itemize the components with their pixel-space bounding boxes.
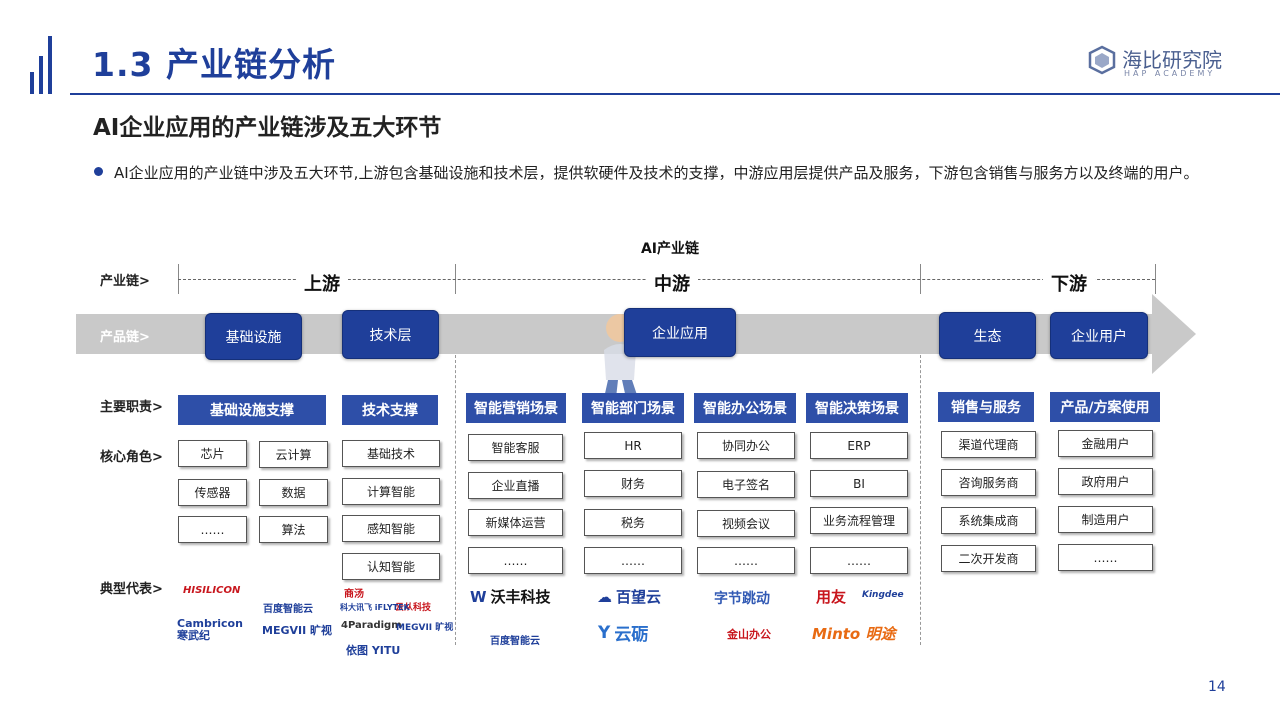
stage-downstream: 下游 bbox=[1043, 270, 1095, 296]
logo-megvii: MEGVII 旷视 bbox=[396, 623, 454, 633]
stage-upstream: 上游 bbox=[296, 270, 348, 296]
logo-4paradigm: 4Paradigm bbox=[341, 620, 402, 631]
logo-cloudwalk: 云从科技 bbox=[395, 603, 432, 613]
role-cell: BI bbox=[810, 470, 908, 497]
row-label-chain: 产业链> bbox=[100, 274, 150, 289]
role-cell: 二次开发商 bbox=[941, 545, 1036, 572]
row-label-reps: 典型代表> bbox=[100, 582, 163, 597]
duty-infra-support: 基础设施支撑 bbox=[178, 395, 326, 425]
row-label-roles: 核心角色> bbox=[100, 450, 163, 465]
section-divider bbox=[920, 355, 921, 645]
role-cell: 基础技术 bbox=[342, 440, 440, 467]
role-cell: ERP bbox=[810, 432, 908, 459]
role-cell: 传感器 bbox=[178, 479, 247, 506]
section-divider bbox=[455, 355, 456, 645]
role-cell: 税务 bbox=[584, 509, 682, 536]
logo-yitu: 依图 YITU bbox=[346, 644, 401, 657]
role-cell: 制造用户 bbox=[1058, 506, 1153, 533]
duty-office: 智能办公场景 bbox=[694, 393, 796, 423]
duty-tech-support: 技术支撑 bbox=[342, 395, 438, 425]
duty-marketing: 智能营销场景 bbox=[466, 393, 566, 423]
logo-yonyou: 用友 bbox=[816, 588, 847, 606]
role-cell: 电子签名 bbox=[697, 471, 795, 498]
logo-kingsoft-office: 金山办公 bbox=[727, 628, 771, 641]
role-cell: 咨询服务商 bbox=[941, 469, 1036, 496]
role-cell: 新媒体运营 bbox=[468, 509, 563, 536]
role-cell: 云计算 bbox=[259, 441, 328, 468]
role-cell: 企业直播 bbox=[468, 472, 563, 499]
role-cell: …… bbox=[584, 547, 682, 574]
product-enterprise-app: 企业应用 bbox=[624, 308, 736, 357]
role-cell: …… bbox=[697, 547, 795, 574]
role-cell: 金融用户 bbox=[1058, 430, 1153, 457]
role-cell: 视频会议 bbox=[697, 510, 795, 537]
role-cell: 业务流程管理 bbox=[810, 507, 908, 534]
bullet-icon bbox=[94, 167, 103, 176]
product-ecosystem: 生态 bbox=[939, 312, 1036, 359]
divider-tick bbox=[1155, 264, 1156, 294]
role-cell: 感知智能 bbox=[342, 515, 440, 542]
duty-sales-service: 销售与服务 bbox=[938, 392, 1034, 422]
logo-iflytek: 科大讯飞 iFLYTEK bbox=[340, 603, 410, 612]
summary-text: AI企业应用的产业链中涉及五大环节,上游包含基础设施和技术层，提供软硬件及技术的… bbox=[114, 164, 1199, 182]
role-cell: 系统集成商 bbox=[941, 507, 1036, 534]
product-infrastructure: 基础设施 bbox=[205, 313, 302, 360]
arrow-right-icon bbox=[1152, 294, 1196, 374]
logo-minto: Minto 明途 bbox=[812, 625, 896, 643]
role-cell: 智能客服 bbox=[468, 434, 563, 461]
duty-decision: 智能决策场景 bbox=[806, 393, 908, 423]
role-cell: …… bbox=[810, 547, 908, 574]
role-cell: 政府用户 bbox=[1058, 468, 1153, 495]
duty-department: 智能部门场景 bbox=[582, 393, 684, 423]
duty-solution-use: 产品/方案使用 bbox=[1050, 392, 1160, 422]
header-bars-icon bbox=[30, 36, 62, 94]
role-cell: …… bbox=[468, 547, 563, 574]
logo-cambricon: Cambricon 寒武纪 bbox=[177, 617, 243, 642]
academy-cube-icon bbox=[1088, 45, 1116, 75]
row-label-product: 产品链> bbox=[100, 330, 150, 345]
role-cell: HR bbox=[584, 432, 682, 459]
role-cell: 协同办公 bbox=[697, 432, 795, 459]
role-cell: …… bbox=[178, 516, 247, 543]
role-cell: 数据 bbox=[259, 479, 328, 506]
role-cell: 渠道代理商 bbox=[941, 431, 1036, 458]
logo-hisilicon: HISILICON bbox=[183, 585, 241, 596]
page-title: 1.3 产业链分析 bbox=[92, 45, 336, 84]
role-cell: 计算智能 bbox=[342, 478, 440, 505]
role-cell: 财务 bbox=[584, 470, 682, 497]
logo-baidu-cloud: 百度智能云 bbox=[263, 604, 313, 615]
logo-baiwang: ☁百望云 bbox=[597, 587, 662, 607]
academy-logo-name: 海比研究院 bbox=[1122, 48, 1222, 72]
diagram-title: AI产业链 bbox=[640, 241, 700, 257]
product-tech-layer: 技术层 bbox=[342, 310, 439, 359]
academy-logo-sub: HAP ACADEMY bbox=[1124, 69, 1216, 78]
role-cell: …… bbox=[1058, 544, 1153, 571]
page-number: 14 bbox=[1208, 679, 1226, 695]
logo-kingdee: Kingdee bbox=[862, 590, 904, 600]
logo-megvii: MEGVII 旷视 bbox=[262, 624, 333, 637]
section-subtitle: AI企业应用的产业链涉及五大环节 bbox=[93, 115, 442, 141]
role-cell: 认知智能 bbox=[342, 553, 440, 580]
logo-baidu-cloud: 百度智能云 bbox=[490, 636, 540, 647]
role-cell: 芯片 bbox=[178, 440, 247, 467]
role-cell: 算法 bbox=[259, 516, 328, 543]
logo-sensetime: 商汤 bbox=[344, 589, 364, 600]
logo-bytedance: 字节跳动 bbox=[714, 591, 770, 607]
product-enterprise-users: 企业用户 bbox=[1050, 312, 1148, 359]
row-label-duties: 主要职责> bbox=[100, 400, 163, 415]
stage-midstream: 中游 bbox=[646, 270, 698, 296]
header-divider bbox=[70, 93, 1280, 95]
